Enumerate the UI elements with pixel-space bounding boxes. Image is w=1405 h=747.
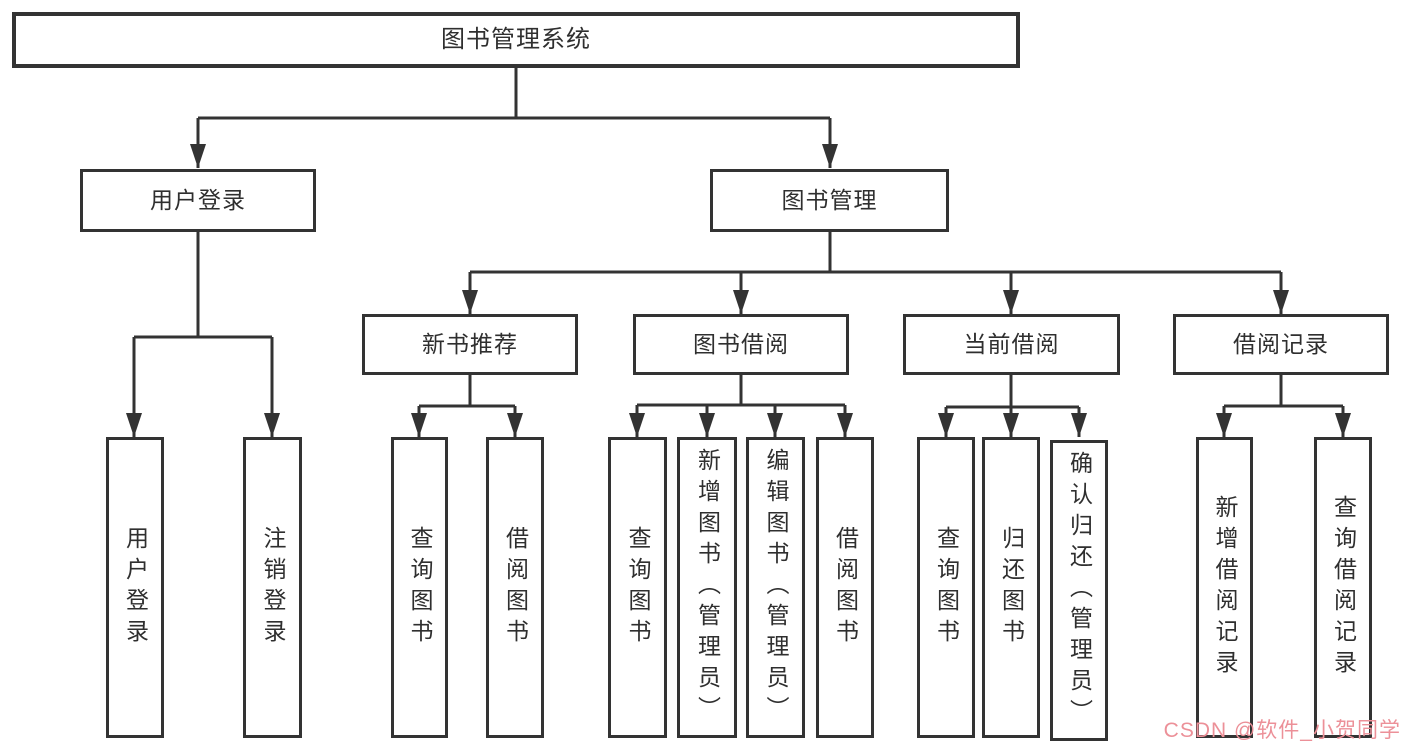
node-borrow-books-leaf: 借阅图书 [816, 437, 874, 738]
node-book-management: 图书管理 [710, 169, 949, 232]
node-borrow-books-recommend: 借阅图书 [486, 437, 544, 738]
csdn-watermark: CSDN @软件_小贺同学 [1163, 719, 1401, 742]
node-book-borrow: 图书借阅 [633, 314, 849, 375]
node-query-borrow-record: 查询借阅记录 [1314, 437, 1372, 738]
node-user-login-leaf: 用户登录 [106, 437, 164, 738]
node-library-management-system: 图书管理系统 [12, 12, 1020, 68]
node-borrow-records: 借阅记录 [1173, 314, 1389, 375]
node-add-books-admin: 新增图书（管理员） [677, 437, 737, 738]
node-add-borrow-record: 新增借阅记录 [1196, 437, 1253, 738]
node-query-books-borrow: 查询图书 [608, 437, 667, 738]
node-return-books: 归还图书 [982, 437, 1040, 738]
node-new-book-recommend: 新书推荐 [362, 314, 578, 375]
node-user-login: 用户登录 [80, 169, 316, 232]
connector-segments [132, 68, 1345, 437]
node-current-borrow: 当前借阅 [903, 314, 1120, 375]
node-confirm-return-admin: 确认归还（管理员） [1050, 440, 1108, 741]
node-query-books-current: 查询图书 [917, 437, 975, 738]
node-logout-leaf: 注销登录 [243, 437, 302, 738]
node-edit-books-admin: 编辑图书（管理员） [746, 437, 805, 738]
node-query-books-recommend: 查询图书 [391, 437, 448, 738]
